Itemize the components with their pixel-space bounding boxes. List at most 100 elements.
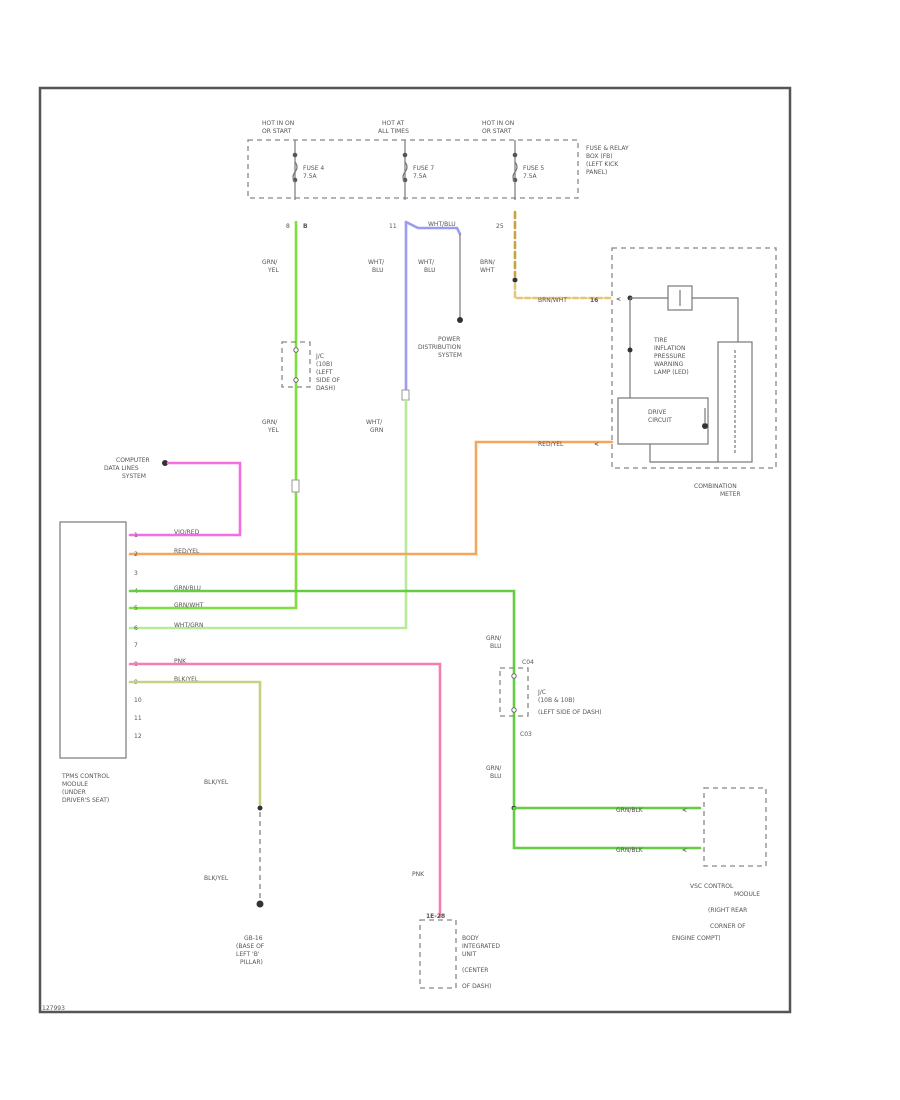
label-wht-grn-b: GRN — [370, 427, 383, 434]
fuse-1-node-top — [292, 152, 298, 158]
meter-pin-caret-2: < — [594, 441, 599, 448]
label-red-yel-meter: RED/YEL — [538, 441, 564, 448]
fuse-box-name-1: FUSE & RELAY — [586, 145, 629, 152]
label-grn-yel-2a: GRN/ — [262, 419, 278, 426]
tpms-pin-number: 1 — [134, 532, 138, 539]
tpms-name-4: DRIVER'S SEAT) — [62, 797, 109, 804]
body-unit-name-3: UNIT — [462, 951, 477, 958]
combo-meter-name-2: METER — [720, 491, 741, 498]
jc-upper-pin-top — [293, 347, 299, 353]
jc-lower-outline — [499, 667, 529, 717]
cdl-terminal — [162, 460, 168, 466]
hot-label-2b: ALL TIMES — [378, 128, 409, 135]
fuse-3-icon — [512, 161, 518, 183]
meter-splice-2 — [627, 347, 633, 353]
wire-blk-yel — [128, 680, 262, 806]
label-wht-blu-1b: BLU — [372, 267, 384, 274]
power-dist-3: SYSTEM — [438, 352, 462, 359]
vsc-control-module: < < VSC CONTROL MODULE (RIGHT REAR CORNE… — [672, 787, 767, 942]
body-unit-name-2: INTEGRATED — [462, 943, 500, 950]
label-grn-blu-2b: BLU — [490, 773, 502, 780]
diagram-frame — [38, 86, 792, 1014]
label-brn-wht-a: BRN/ — [480, 259, 496, 266]
label-brn-wht-b: WHT — [480, 267, 494, 274]
body-unit-name-1: BODY — [462, 935, 479, 942]
meter-trace-2 — [692, 297, 739, 346]
jc-upper-name-4: SIDE OF — [316, 377, 341, 384]
tire-lamp-3: PRESSURE — [654, 353, 686, 360]
tire-lamp-4: WARNING — [654, 361, 684, 368]
fuse-relay-box: HOT IN ON OR START HOT AT ALL TIMES HOT … — [247, 120, 629, 230]
cdl-name-2: DATA LINES — [104, 465, 139, 472]
combo-meter-name-1: COMBINATION — [694, 483, 737, 490]
meter-pin-caret: < — [616, 296, 621, 303]
jc-lower-pin-bottom — [511, 707, 517, 713]
fuse-1-icon — [292, 161, 298, 183]
fuse-box-outline — [247, 139, 579, 199]
wire-red-yel — [128, 440, 614, 556]
jc-upper-name-5: DASH) — [316, 385, 335, 392]
label-pnk: PNK — [412, 871, 425, 878]
tpms-pin-wire-label: GRN/WHT — [174, 602, 204, 609]
label-grn-yel-2b: YEL — [267, 427, 279, 434]
wire-wht-blu-branch — [404, 220, 462, 236]
label-blk-yel-1: BLK/YEL — [204, 779, 229, 786]
label-grn-blu-1b: BLU — [490, 643, 502, 650]
tpms-pin-number: 3 — [134, 570, 138, 577]
label-grn-blu-2a: GRN/ — [486, 765, 502, 772]
body-unit-outline — [419, 919, 457, 989]
junction-connector-upper: J/C (10B) (LEFT SIDE OF DASH) — [281, 341, 341, 493]
tpms-pin-wire-label: BLK/YEL — [174, 676, 199, 683]
label-grn-yel-1a: GRN/ — [262, 259, 278, 266]
fuse-3-name: FUSE 5 — [523, 165, 544, 172]
fuse-2-node-top — [402, 152, 408, 158]
tpms-pin-number: 10 — [134, 697, 142, 704]
meter-pin-label: 16 — [590, 297, 598, 304]
jc-upper-pin-bottom — [293, 377, 299, 383]
body-unit-name-4: (CENTER — [462, 967, 488, 974]
blue-wire-connector — [401, 389, 410, 401]
ground-name-1: GB-16 — [244, 935, 263, 942]
junction-connector-lower: C04 C03 J/C (10B & 10B) (LEFT SIDE OF DA… — [499, 659, 602, 738]
label-wht-blu-2a: WHT/ — [418, 259, 435, 266]
green-wire-connector — [291, 479, 300, 493]
hot-label-2a: HOT AT — [382, 120, 404, 127]
body-integrated-unit: 1E-28 BODY INTEGRATED UNIT (CENTER OF DA… — [419, 913, 500, 990]
drive-circuit-terminal — [702, 423, 708, 429]
wire-vio-red — [128, 461, 242, 537]
jc-upper-outline — [281, 341, 311, 388]
label-wht-blu-2b: BLU — [424, 267, 436, 274]
cdl-name-1: COMPUTER — [116, 457, 150, 464]
wire-grn-blu — [128, 589, 516, 806]
ground-name-2: (BASE OF — [236, 943, 265, 950]
tpms-pin-wire-label: RED/YEL — [174, 548, 200, 555]
fuse-3-node-top — [512, 152, 518, 158]
label-wht-blu-1a: WHT/ — [368, 259, 385, 266]
vsc-module-outline — [703, 787, 767, 867]
label-grn-yel-1b: YEL — [267, 267, 279, 274]
tpms-pin-number: 5 — [134, 605, 138, 612]
power-dist-1: POWER — [438, 336, 460, 343]
diagram-id: 127993 — [42, 1005, 65, 1012]
fuse-2-icon — [402, 161, 408, 183]
jc-upper-name-1: J/C — [315, 353, 324, 360]
tpms-pin-number: 12 — [134, 733, 142, 740]
wire-wht-grn — [128, 398, 408, 630]
tpms-name-2: MODULE — [62, 781, 88, 788]
fuse-pin-1: 8 — [286, 223, 290, 230]
tpms-module-box — [59, 521, 127, 759]
label-blk-yel-2: BLK/YEL — [204, 875, 229, 882]
vsc-pin-1: < — [682, 807, 687, 814]
jc-lower-name-3: (LEFT SIDE OF DASH) — [538, 709, 602, 716]
body-unit-pin: 1E-28 — [426, 913, 445, 920]
tpms-pin-wire-label: WHT/GRN — [174, 622, 203, 629]
ground-name-3: LEFT 'B' — [236, 951, 260, 958]
fuse-pin-2: 11 — [389, 223, 397, 230]
vsc-name-5: ENGINE COMPT) — [672, 935, 721, 942]
tpms-pin-wire-label: GRN/BLU — [174, 585, 201, 592]
meter-trace-4 — [649, 444, 718, 463]
combo-meter-outline — [611, 247, 777, 469]
wire-brn-wht — [513, 282, 614, 300]
wire-grn-blk-2 — [512, 806, 702, 850]
